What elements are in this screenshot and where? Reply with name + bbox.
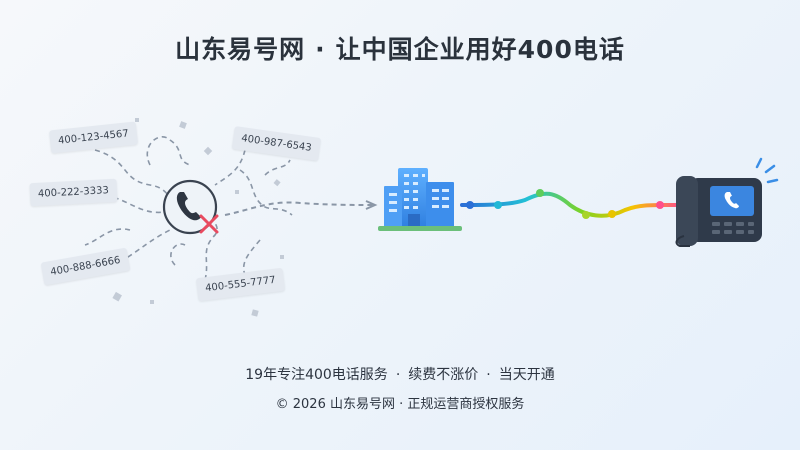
title-separator: · (315, 35, 326, 64)
page-title: 山东易号网 · 让中国企业用好400电话 (0, 30, 800, 66)
slogan: 让中国企业用好400电话 (335, 35, 625, 64)
copyright: © 2026 山东易号网 · 正规运营商授权服务 (275, 397, 525, 412)
feature-item: 续费不涨价 (408, 367, 479, 383)
feature-separator: · (395, 367, 401, 383)
number-tag: 400-222-3333 (29, 178, 118, 207)
connection-cable (460, 189, 682, 219)
feature-separator: · (486, 367, 491, 383)
feature-item: 当天开通 (498, 367, 555, 383)
office-building-icon (378, 168, 462, 231)
tangled-lines (84, 136, 376, 281)
feature-item: 19年专注400电话服务 (245, 367, 388, 383)
ringing-icon (755, 157, 779, 184)
desk-phone-icon (675, 157, 779, 247)
phone-blocked-icon (162, 179, 219, 235)
brand-name: 山东易号网 (175, 35, 306, 64)
debris (112, 118, 284, 317)
arrow-head (365, 200, 378, 210)
feature-line: 19年专注400电话服务 · 续费不涨价 · 当天开通 (0, 364, 800, 384)
